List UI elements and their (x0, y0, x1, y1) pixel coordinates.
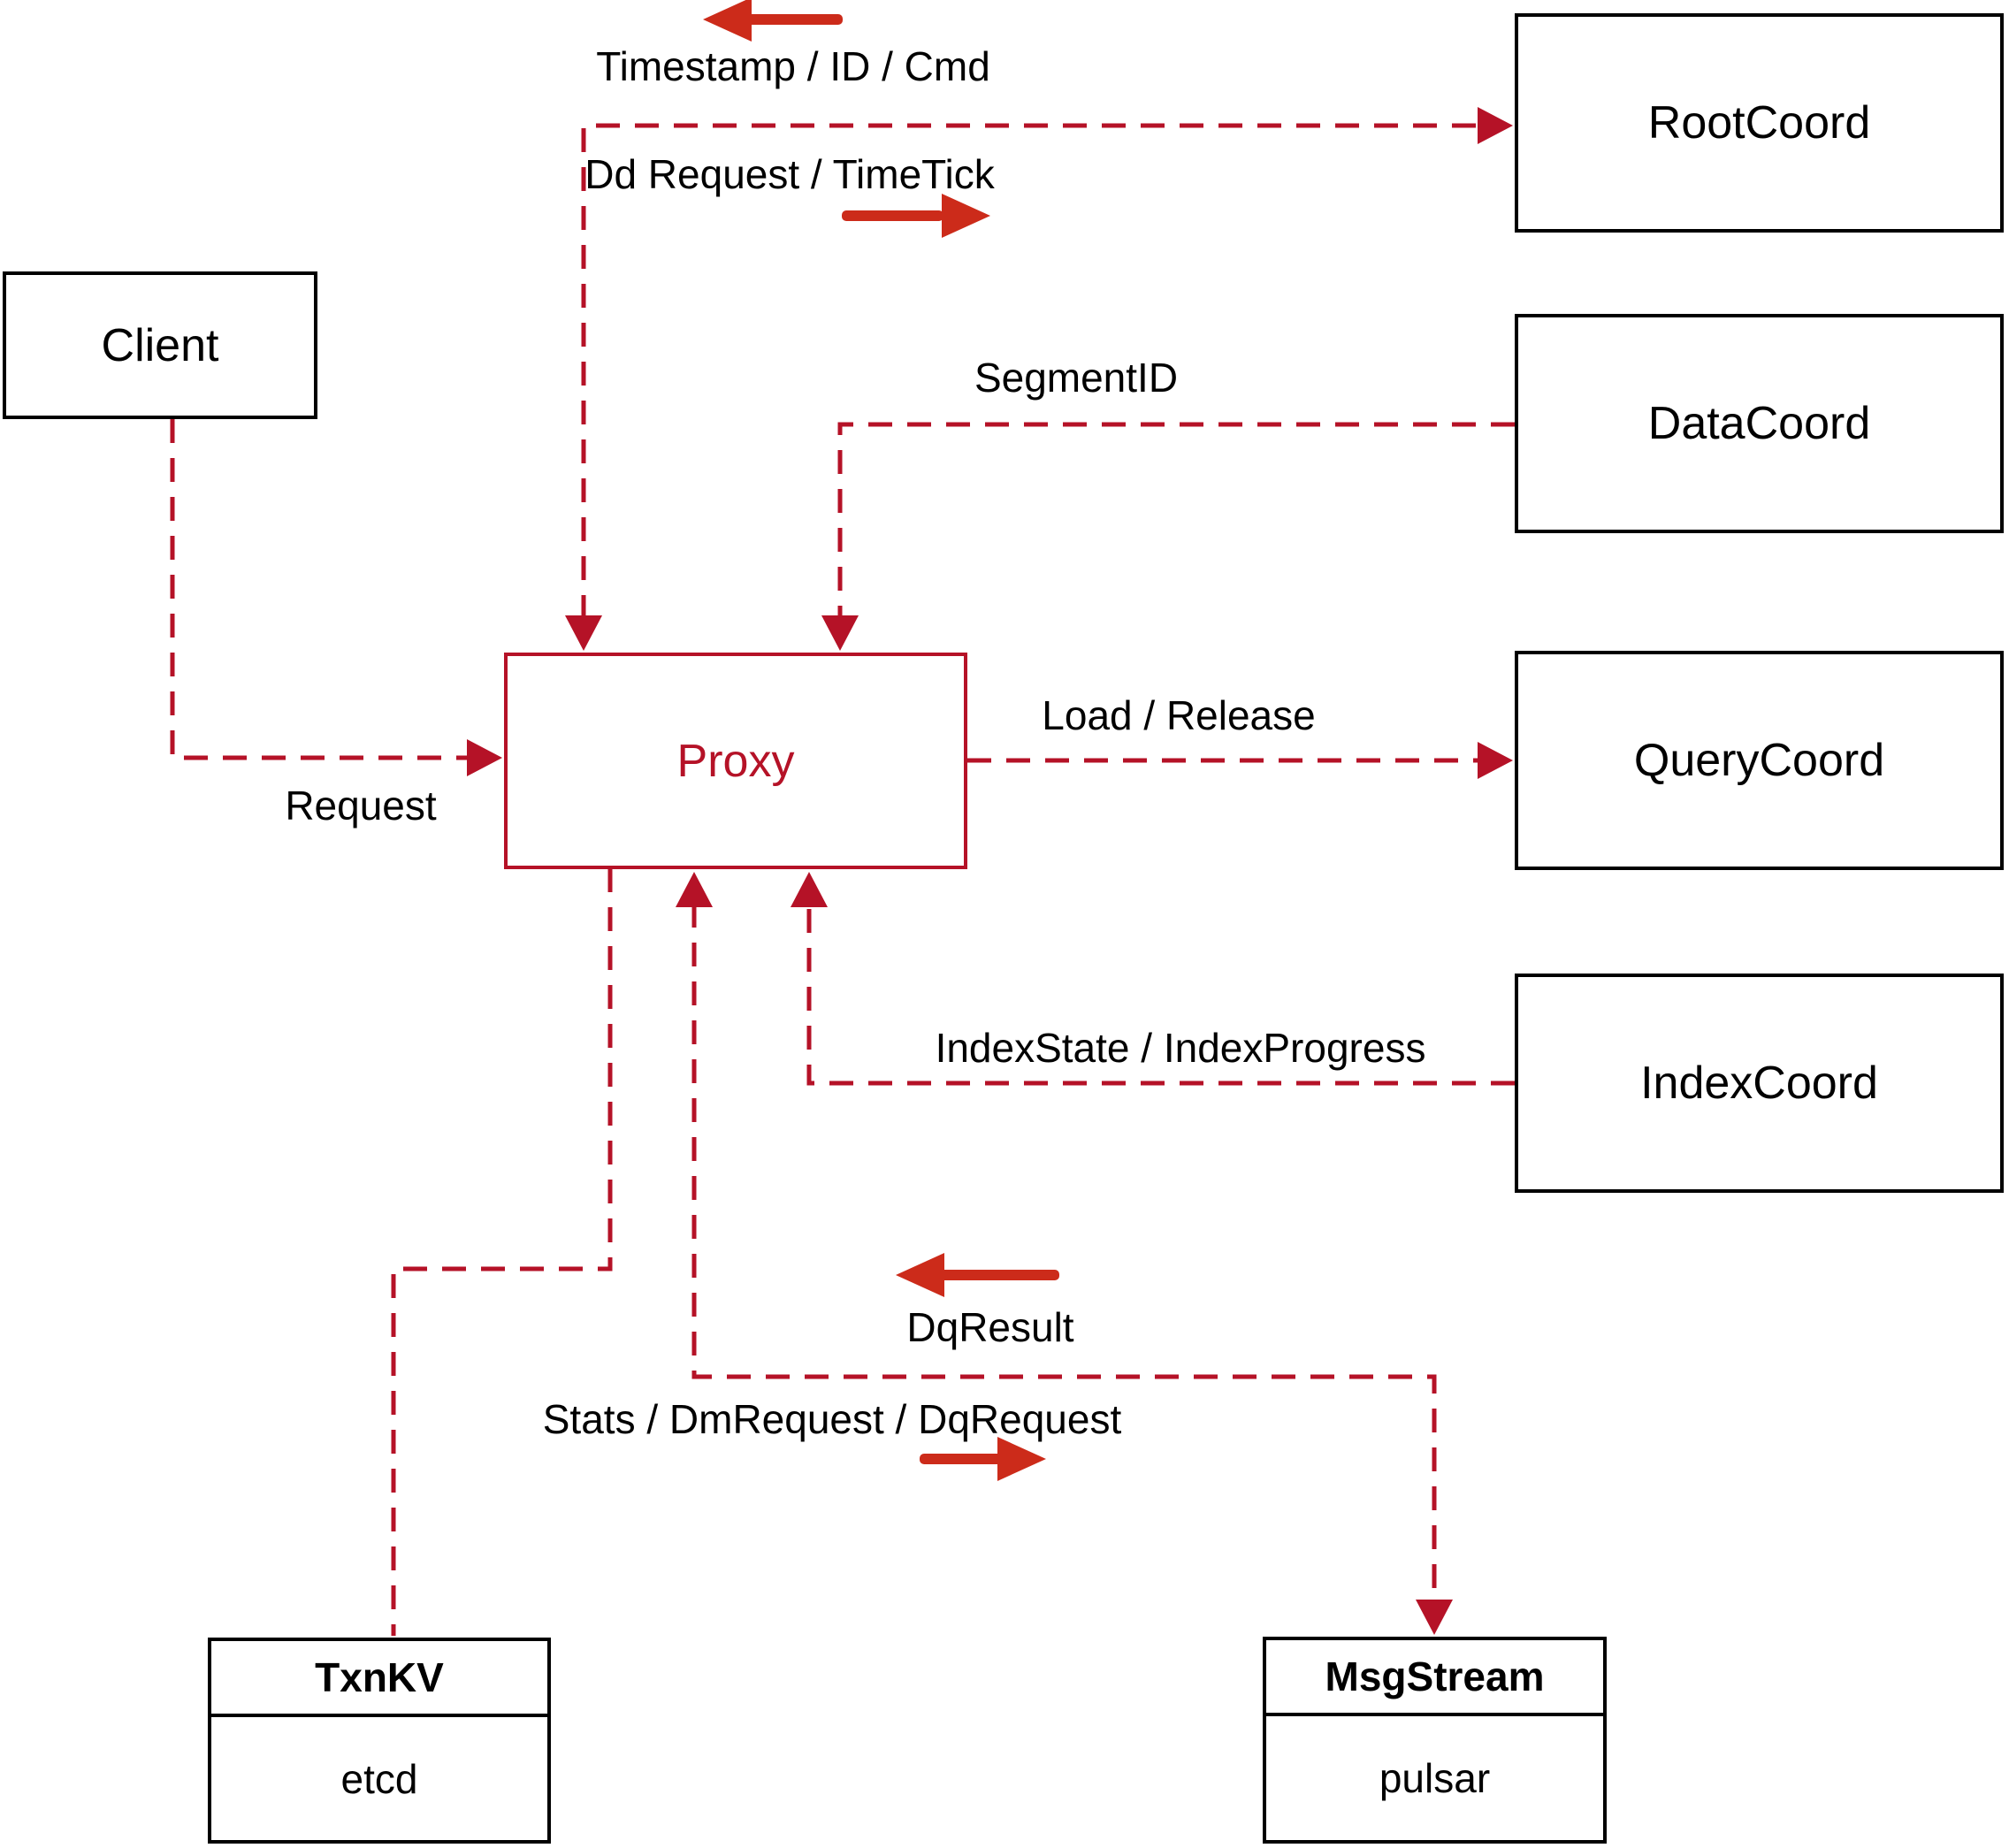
node-querycoord: QueryCoord (1515, 651, 2004, 870)
edge-label-load-release: Load / Release (1042, 692, 1316, 738)
edge-label-stats-dmrequest-dqrequest: Stats / DmRequest / DqRequest (542, 1396, 1122, 1442)
edge-label-dq-result: DqResult (906, 1304, 1074, 1350)
node-txnkv-subtitle: etcd (340, 1755, 418, 1802)
node-querycoord-label: QueryCoord (1633, 735, 1885, 786)
edge-datacoord-to-proxy (837, 422, 1515, 619)
arrowhead-into-msgstream-icon (1416, 1600, 1453, 1635)
arrowhead-into-proxy-bottom-mid-icon (676, 872, 713, 907)
node-datacoord: DataCoord (1515, 314, 2004, 533)
node-client: Client (3, 271, 317, 419)
node-msgstream: MsgStream pulsar (1263, 1637, 1607, 1844)
node-indexcoord: IndexCoord (1515, 974, 2004, 1193)
direction-arrow-left-dqresult-icon (896, 1253, 1059, 1297)
edge-indexcoord-to-proxy (806, 904, 1515, 1086)
node-txnkv-title: TxnKV (211, 1641, 547, 1717)
arrowhead-into-proxy-left-icon (467, 739, 502, 776)
direction-arrow-left-top-icon (703, 0, 843, 42)
edge-label-timestamp-id-cmd: Timestamp / ID / Cmd (596, 43, 990, 89)
arrowhead-into-proxy-bottom-right-icon (791, 872, 828, 907)
arrowhead-into-proxy-top-right-icon (821, 615, 859, 651)
edge-label-dd-request-timetick: Dd Request / TimeTick (584, 151, 995, 197)
direction-arrow-right-stats-icon (920, 1437, 1046, 1481)
edge-label-segment-id: SegmentID (974, 355, 1179, 401)
edge-label-index-state-progress: IndexState / IndexProgress (935, 1025, 1426, 1071)
edge-proxy-to-rootcoord (581, 123, 1484, 619)
direction-arrow-right-ddrequest-icon (842, 194, 990, 238)
arrowhead-into-querycoord-icon (1478, 742, 1513, 779)
edge-proxy-to-txnkv (391, 868, 613, 1636)
node-client-label: Client (101, 319, 219, 371)
edge-proxy-to-msgstream (691, 904, 1437, 1602)
edge-client-to-proxy (170, 419, 477, 760)
node-indexcoord-label: IndexCoord (1640, 1058, 1878, 1109)
node-rootcoord: RootCoord (1515, 13, 2004, 233)
node-msgstream-subtitle: pulsar (1379, 1755, 1491, 1801)
node-rootcoord-label: RootCoord (1647, 97, 1871, 149)
edge-label-request: Request (285, 783, 437, 829)
arrowhead-into-proxy-top-left-icon (565, 615, 602, 651)
node-datacoord-label: DataCoord (1647, 398, 1871, 449)
node-txnkv: TxnKV etcd (208, 1638, 551, 1844)
node-msgstream-title: MsgStream (1266, 1640, 1603, 1716)
arrowhead-into-rootcoord-icon (1478, 107, 1513, 144)
node-proxy-label: Proxy (676, 735, 795, 787)
node-proxy: Proxy (504, 653, 967, 869)
